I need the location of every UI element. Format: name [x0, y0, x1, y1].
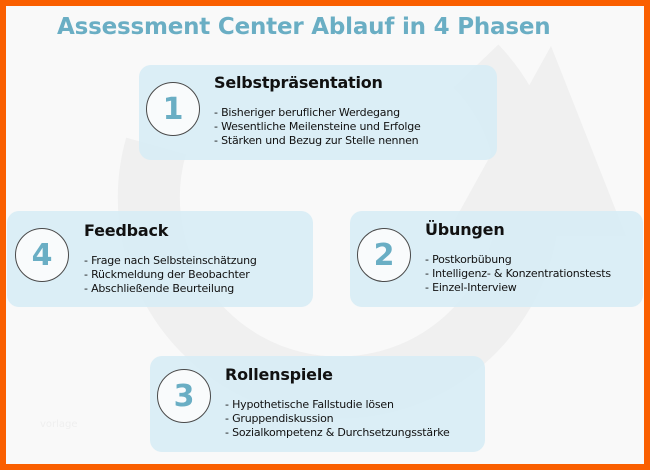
phase-number-badge: 2 — [357, 228, 411, 282]
list-item: Stärken und Bezug zur Stelle nennen — [214, 134, 421, 148]
diagram-frame: vorlage Assessment Center Ablauf in 4 Ph… — [6, 6, 644, 464]
phase-heading: Übungen — [425, 220, 505, 239]
list-item: Frage nach Selbsteinschätzung — [84, 254, 257, 268]
phase-card-1: 1 Selbstpräsentation Bisheriger beruflic… — [139, 65, 497, 160]
list-item: Sozialkompetenz & Durchsetzungsstärke — [225, 426, 450, 440]
phase-card-2: 2 Übungen Postkorbübung Intelligenz- & K… — [350, 211, 643, 307]
phase-heading: Selbstpräsentation — [214, 73, 383, 92]
phase-number-badge: 4 — [15, 228, 69, 282]
phase-number-badge: 3 — [157, 369, 211, 423]
list-item: Abschließende Beurteilung — [84, 282, 257, 296]
phase-number-badge: 1 — [146, 82, 200, 136]
watermark-text: vorlage — [40, 419, 78, 430]
phase-item-list: Hypothetische Fallstudie lösen Gruppendi… — [225, 398, 450, 440]
phase-item-list: Postkorbübung Intelligenz- & Konzentrati… — [425, 253, 611, 295]
phase-card-4: 4 Feedback Frage nach Selbsteinschätzung… — [7, 211, 313, 307]
list-item: Gruppendiskussion — [225, 412, 450, 426]
list-item: Hypothetische Fallstudie lösen — [225, 398, 450, 412]
list-item: Intelligenz- & Konzentrationstests — [425, 267, 611, 281]
phase-card-3: 3 Rollenspiele Hypothetische Fallstudie … — [150, 356, 485, 452]
list-item: Rückmeldung der Beobachter — [84, 268, 257, 282]
list-item: Postkorbübung — [425, 253, 611, 267]
page-title: Assessment Center Ablauf in 4 Phasen — [57, 14, 551, 40]
phase-heading: Feedback — [84, 221, 169, 240]
phase-item-list: Bisheriger beruflicher Werdegang Wesentl… — [214, 106, 421, 148]
list-item: Bisheriger beruflicher Werdegang — [214, 106, 421, 120]
phase-heading: Rollenspiele — [225, 365, 333, 384]
phase-item-list: Frage nach Selbsteinschätzung Rückmeldun… — [84, 254, 257, 296]
list-item: Wesentliche Meilensteine und Erfolge — [214, 120, 421, 134]
list-item: Einzel-Interview — [425, 281, 611, 295]
